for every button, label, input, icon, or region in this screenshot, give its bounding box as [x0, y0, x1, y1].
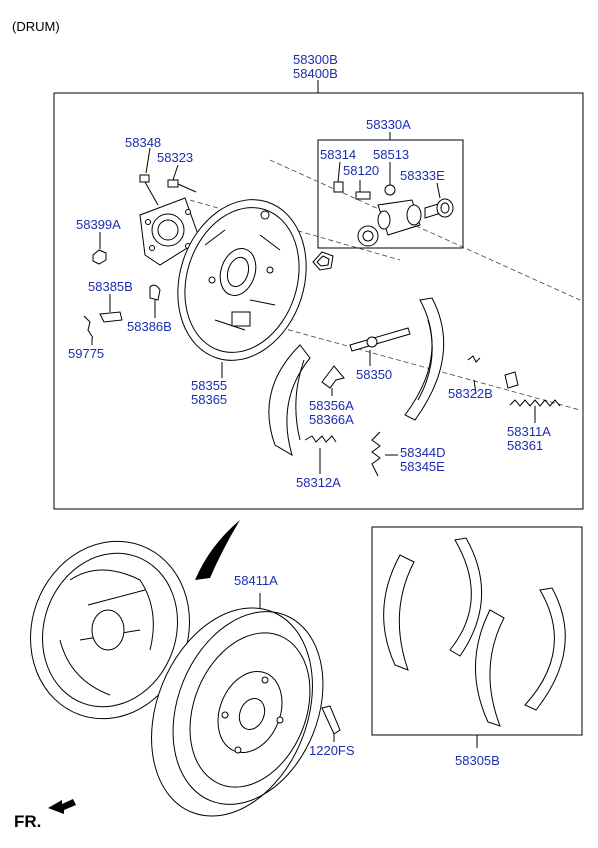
part-58323[interactable]: 58323: [157, 150, 194, 165]
backing-plate: [177, 199, 307, 361]
seal-ring: [312, 251, 334, 271]
part-58399A[interactable]: 58399A: [76, 217, 121, 232]
group-label-58330A[interactable]: 58330A: [366, 117, 411, 132]
part-58344D[interactable]: 58344D: [400, 445, 446, 460]
part-58348[interactable]: 58348: [125, 135, 162, 150]
part-58120[interactable]: 58120: [343, 163, 380, 178]
piston-58333E: [424, 182, 454, 219]
lever-58356A: [321, 365, 345, 389]
shoe-kit: [383, 537, 566, 727]
bleeder-58314: [333, 161, 344, 193]
cap-58513: [384, 162, 396, 196]
part-58305B[interactable]: 58305B: [455, 753, 500, 768]
part-58513[interactable]: 58513: [373, 147, 410, 162]
brake-drum: [151, 593, 324, 817]
part-58350[interactable]: 58350: [356, 367, 393, 382]
part-58322B[interactable]: 58322B: [448, 386, 493, 401]
assembly-label-a[interactable]: 58300B: [293, 52, 338, 67]
nut-58399A: [92, 249, 107, 265]
part-58355[interactable]: 58355: [191, 378, 228, 393]
part-59775[interactable]: 59775: [68, 346, 105, 361]
brake-shoe-right: [404, 297, 445, 421]
part-58411A[interactable]: 58411A: [234, 573, 278, 588]
front-direction-label: FR.: [14, 812, 42, 831]
part-58333E[interactable]: 58333E: [400, 168, 445, 183]
bolt-58348: [139, 174, 159, 206]
wheel-cylinder: [377, 199, 422, 236]
bolt-1220FS: [321, 705, 341, 742]
backing-gasket: [139, 197, 201, 266]
part-1220FS[interactable]: 1220FS: [309, 743, 355, 758]
part-58386B[interactable]: 58386B: [127, 319, 172, 334]
swoosh-arrow: [195, 520, 240, 580]
part-58314[interactable]: 58314: [320, 147, 357, 162]
pin-58385B: [99, 311, 123, 323]
piston-boot: [357, 225, 379, 247]
spring-58312A: [304, 435, 337, 474]
spring-58311A: [509, 399, 561, 423]
part-58312A[interactable]: 58312A: [296, 475, 341, 490]
part-58385B[interactable]: 58385B: [88, 279, 133, 294]
part-58356A[interactable]: 58356A: [309, 398, 354, 413]
screw-58120: [355, 180, 371, 200]
spring-58322B: [467, 355, 481, 363]
part-58361[interactable]: 58361: [507, 438, 544, 453]
spring-58344D: [371, 431, 398, 477]
bolt-58323: [167, 179, 197, 193]
spring-59775: [83, 315, 94, 339]
part-58345E[interactable]: 58345E: [400, 459, 445, 474]
part-58366A[interactable]: 58366A: [309, 412, 354, 427]
clip-58386B: [149, 284, 161, 301]
diagram-variant: (DRUM): [12, 19, 60, 34]
front-arrow-icon: [48, 799, 76, 814]
brake-shoe-left: [268, 344, 311, 457]
part-58311A[interactable]: 58311A: [507, 424, 551, 439]
assembly-label-b[interactable]: 58400B: [293, 66, 338, 81]
clip-58322B: [504, 371, 519, 389]
adjuster-58350: [349, 327, 411, 366]
part-58365[interactable]: 58365: [191, 392, 228, 407]
